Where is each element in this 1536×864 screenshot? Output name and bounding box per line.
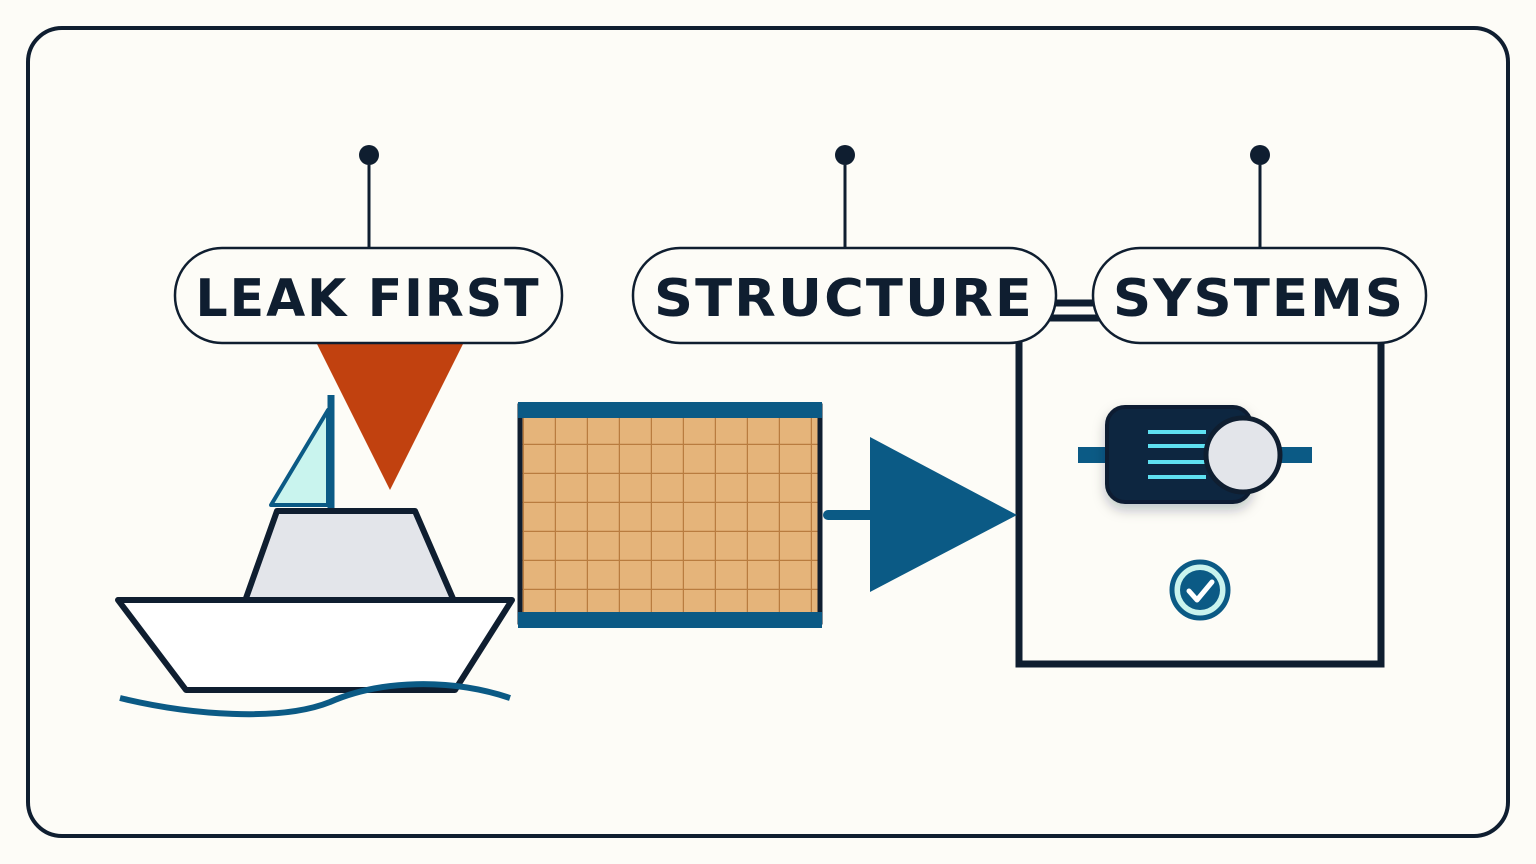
downward-triangle-marker-icon: [316, 342, 464, 490]
label-pill-structure: STRUCTURE: [631, 246, 1058, 345]
label-pill-systems: SYSTEMS: [1091, 246, 1428, 345]
label-structure: STRUCTURE: [654, 269, 1034, 329]
pump-motor-icon: [1078, 405, 1312, 504]
right-arrow-icon: [823, 437, 1017, 592]
hull-grid-panel-icon: [517, 402, 823, 628]
check-circle-icon: [1169, 559, 1231, 621]
pin-systems: [1250, 145, 1270, 248]
label-leak-first: LEAK FIRST: [196, 269, 541, 329]
boat-icon: [115, 395, 515, 718]
pin-leak-first: [359, 145, 379, 248]
label-systems: SYSTEMS: [1113, 269, 1405, 329]
label-pill-leak-first: LEAK FIRST: [173, 246, 564, 345]
pin-structure: [835, 145, 855, 248]
